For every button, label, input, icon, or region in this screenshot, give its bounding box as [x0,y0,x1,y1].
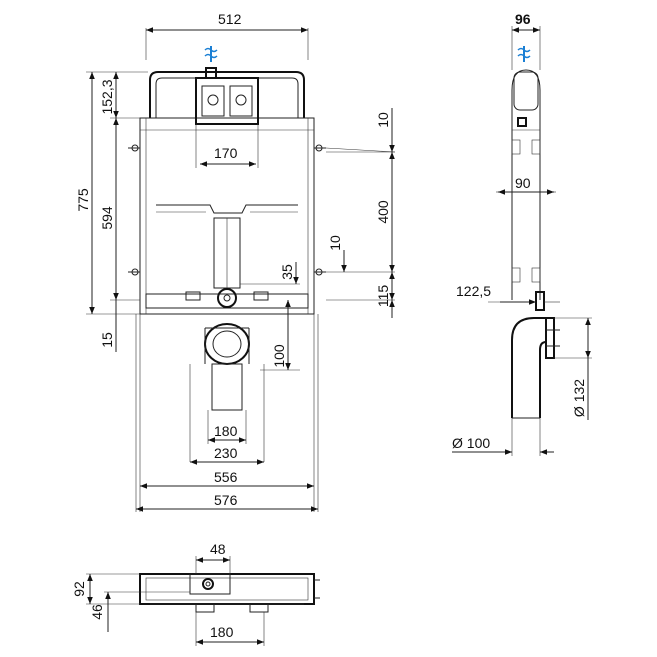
side-view: 96 90 122,5 Ø 132 Ø 100 [452,11,592,456]
dim-top-depth-total: 92 [71,581,87,597]
dim-height-total: 775 [75,188,91,212]
front-view: 512 775 152,3 594 15 170 10 400 10 35 11… [75,11,396,512]
dim-diameter-outlet: Ø 132 [571,379,587,417]
dim-frame-width-a: 556 [214,469,238,485]
dim-bottom-offset: 15 [99,332,115,348]
dim-spacing-c: 10 [327,235,343,251]
dim-depth-mid: 90 [515,175,531,191]
dim-top-width-bottom: 180 [210,624,234,640]
dim-depth: 96 [515,11,531,27]
dim-frame-width-b: 576 [214,492,238,508]
dim-height-frame: 594 [99,206,115,230]
dim-spacing-a: 10 [375,112,391,128]
dim-fix-height: 35 [279,264,295,280]
dim-top-width-small: 48 [210,541,226,557]
dim-outlet-height: 100 [271,344,287,368]
water-inlet-icon [204,46,218,62]
dim-cistern-width: 170 [214,145,238,161]
top-view: 48 92 46 180 [71,541,320,646]
dim-offset: 122,5 [456,283,491,299]
dim-top-depth-small: 46 [89,604,105,620]
dim-bottom-height: 115 [375,285,391,308]
dim-spacing-b: 400 [375,200,391,224]
dim-diameter-pipe: Ø 100 [452,435,490,451]
dim-outlet-width-a: 180 [214,423,238,439]
dim-height-upper: 152,3 [99,79,115,114]
dim-width-top: 512 [218,11,242,27]
dim-outlet-width-b: 230 [214,445,238,461]
water-inlet-side-icon [517,46,531,62]
